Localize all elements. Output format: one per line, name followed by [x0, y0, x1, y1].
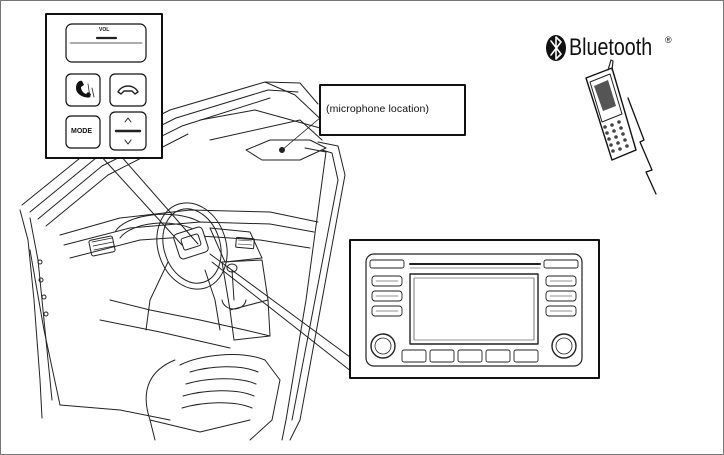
registered-mark: ®	[665, 35, 672, 45]
vol-label: VOL	[99, 27, 109, 33]
phone-answer-button[interactable]	[66, 74, 100, 106]
audio-unit-panel	[350, 240, 599, 378]
bluetooth-logo-icon	[546, 35, 566, 61]
steering-switch-panel	[46, 14, 162, 158]
phone-hangup-button[interactable]	[110, 74, 146, 106]
bluetooth-wordmark: Bluetooth	[569, 34, 652, 62]
mode-label: MODE	[71, 128, 92, 135]
microphone-location-label: (microphone location)	[326, 103, 429, 115]
